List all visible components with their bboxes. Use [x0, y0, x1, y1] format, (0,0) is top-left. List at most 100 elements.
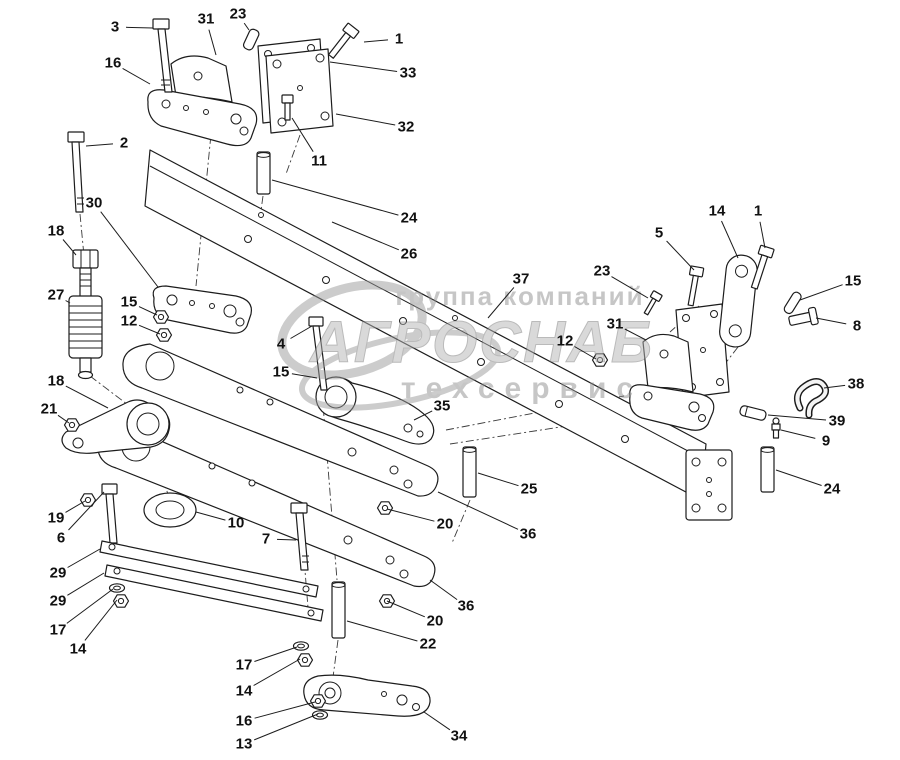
- callout-label-14: 14: [236, 683, 253, 700]
- callout-label-12: 12: [557, 333, 574, 350]
- callout-label-33: 33: [400, 65, 417, 82]
- collar-10: [143, 492, 197, 528]
- screw-11: [281, 94, 294, 121]
- callout-label-9: 9: [822, 433, 830, 450]
- callout-label-21: 21: [41, 401, 58, 418]
- bolt-6: [101, 483, 118, 544]
- callout-label-4: 4: [277, 336, 286, 353]
- leader-line-2: [85, 143, 114, 147]
- leader-line-34: [423, 711, 451, 731]
- pin-24-top: [256, 151, 271, 195]
- leader-line-33: [329, 61, 398, 72]
- callout-label-15: 15: [121, 294, 138, 311]
- callout-label-35: 35: [434, 398, 451, 415]
- nut-16-bottom: [309, 694, 327, 708]
- callout-label-7: 7: [262, 531, 270, 548]
- grease-fitting-9: [771, 417, 781, 439]
- callout-label-31: 31: [607, 316, 624, 333]
- leader-line-15: [291, 373, 318, 379]
- watermark: группа компаний АГРОСНАБ техсервис: [277, 280, 654, 411]
- pin-39: [739, 405, 767, 421]
- leader-line-8: [815, 317, 847, 325]
- leader-line-25: [477, 472, 519, 487]
- washer-17-left: [108, 583, 126, 593]
- nut-21: [63, 418, 81, 432]
- callout-label-20: 20: [437, 516, 454, 533]
- leader-line-22: [346, 620, 418, 642]
- callout-label-27: 27: [48, 287, 65, 304]
- leader-line-14: [84, 599, 118, 641]
- leader-line-9: [780, 429, 816, 439]
- hook-38: [793, 378, 829, 419]
- leader-line-35: [413, 410, 433, 421]
- leader-line-23: [611, 276, 649, 299]
- watermark-swoosh-2: [298, 329, 502, 411]
- watermark-text-main: АГРОСНАБ: [308, 310, 654, 375]
- callout-label-19: 19: [48, 510, 65, 527]
- leader-line-23: [243, 22, 250, 31]
- callout-label-3: 3: [111, 19, 119, 36]
- leader-line-13: [254, 713, 319, 741]
- leader-line-15: [138, 306, 158, 316]
- callout-label-11: 11: [311, 153, 327, 170]
- leader-line-14: [253, 658, 301, 686]
- leader-line-20: [386, 600, 425, 618]
- flat-bar-29b: [104, 564, 324, 622]
- callout-label-5: 5: [655, 225, 663, 242]
- pin-24-right: [760, 446, 775, 493]
- callout-label-29: 29: [50, 593, 67, 610]
- callout-label-23: 23: [594, 263, 611, 280]
- callout-label-38: 38: [848, 376, 865, 393]
- leader-line-31: [624, 328, 647, 341]
- callout-label-15: 15: [845, 273, 862, 290]
- callout-label-23: 23: [230, 6, 247, 23]
- leader-line-36: [429, 579, 458, 601]
- link-plate-14: [719, 254, 758, 348]
- leader-line-11: [291, 117, 314, 152]
- leader-line-3: [125, 26, 154, 29]
- leader-line-37: [487, 287, 515, 319]
- leader-line-1: [759, 221, 766, 249]
- pin-8: [788, 306, 819, 326]
- lever-arm-18: [61, 399, 171, 454]
- bolt-1-right: [750, 244, 775, 290]
- leader-line-1: [363, 39, 389, 43]
- leader-line-24: [271, 179, 399, 216]
- leader-line-6: [68, 491, 105, 531]
- damper-27: [68, 249, 103, 380]
- callout-label-18: 18: [48, 373, 65, 390]
- leader-line-24: [775, 469, 822, 486]
- callout-label-31: 31: [198, 11, 215, 28]
- bolt-1-top: [327, 22, 360, 59]
- leader-line-5: [666, 240, 695, 271]
- leader-line-38: [823, 384, 846, 389]
- leader-line-15: [799, 284, 843, 301]
- mount-plate-32: [265, 48, 334, 134]
- swing-arm-30: [152, 285, 253, 334]
- callout-label-17: 17: [50, 622, 67, 639]
- watermark-swoosh-1: [277, 280, 427, 380]
- callout-label-34: 34: [451, 728, 468, 745]
- washer-17-mid: [292, 641, 310, 651]
- bolt-2: [67, 131, 85, 213]
- leader-line-21: [57, 414, 70, 424]
- callout-label-1: 1: [754, 203, 762, 220]
- leader-line-18: [65, 385, 109, 409]
- callout-label-13: 13: [236, 736, 253, 753]
- pin-25: [462, 446, 477, 498]
- leader-line-39: [767, 414, 827, 421]
- leader-line-31: [208, 29, 217, 56]
- pin-22: [331, 581, 346, 639]
- pin-15-right: [783, 291, 802, 315]
- callout-label-29: 29: [50, 565, 67, 582]
- callout-label-22: 22: [420, 636, 437, 653]
- watermark-text-bottom: техсервис: [401, 372, 643, 405]
- leader-line-27: [65, 300, 71, 304]
- callout-label-25: 25: [521, 481, 538, 498]
- bolt-7: [290, 502, 309, 571]
- flat-bar-29a: [99, 540, 319, 598]
- callout-label-26: 26: [401, 246, 418, 263]
- leader-line-4: [290, 325, 313, 339]
